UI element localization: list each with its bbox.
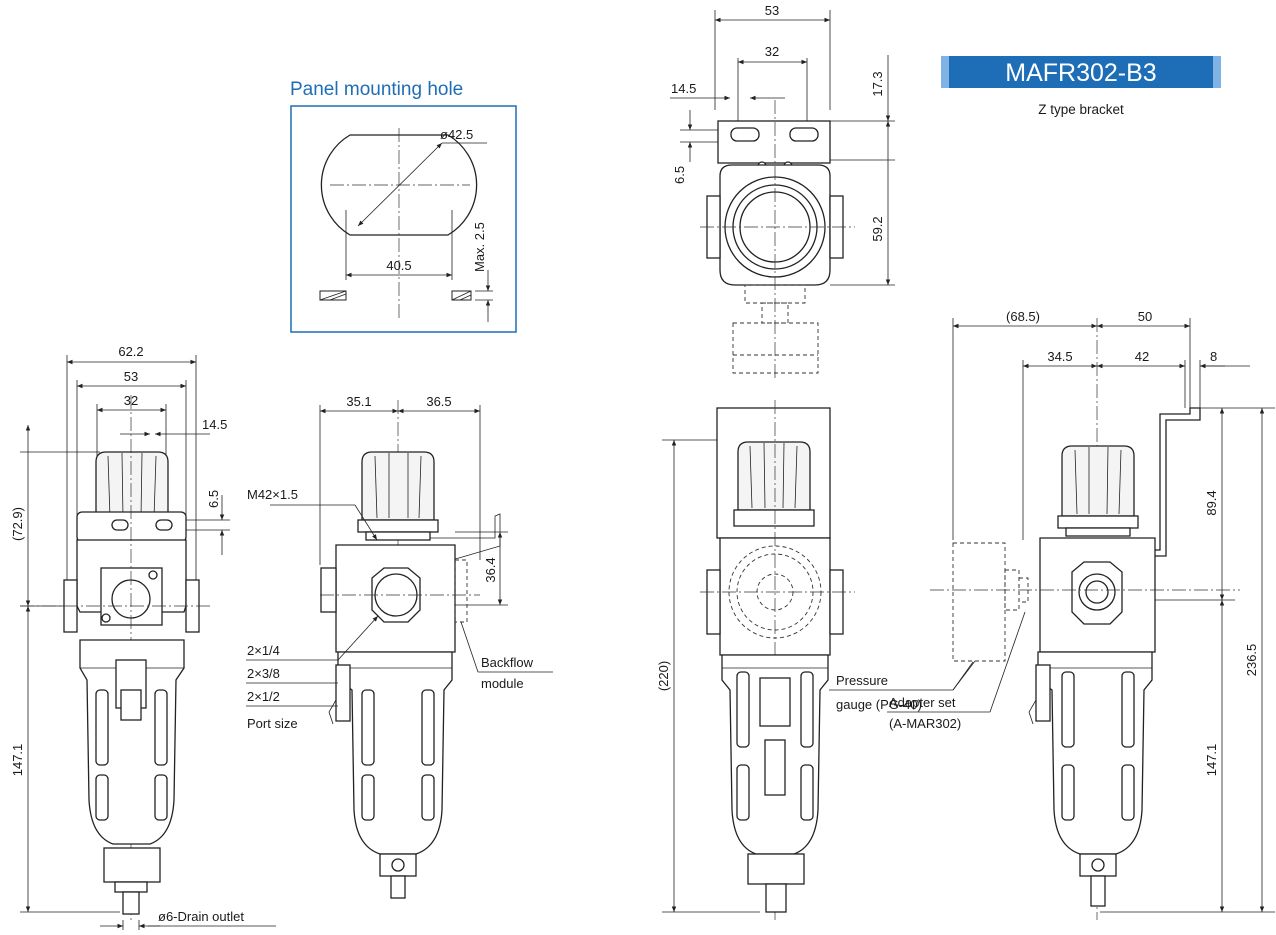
panel-frame	[290, 105, 517, 333]
panel-h-all: (220)	[656, 661, 671, 691]
side2-w-a: 34.5	[1047, 349, 1072, 364]
front-drain: ø6-Drain outlet	[158, 909, 244, 924]
front-w1: 62.2	[118, 344, 143, 359]
gauge-label-1: Pressure	[836, 673, 888, 688]
side2-h-top: 89.4	[1204, 490, 1219, 515]
backflow-label-1: Backflow	[481, 655, 534, 670]
side-thread: M42×1.5	[247, 487, 298, 502]
front-view: 62.2 53 32 14.5 6.5 (72.9) 147.1	[10, 344, 276, 930]
front-h-bot: 147.1	[10, 744, 25, 777]
port-size-2: 2×3/8	[247, 666, 280, 681]
top-w2: 32	[765, 44, 779, 59]
adapter-label-1: Adapter set	[889, 695, 956, 710]
model-badge: MAFR302-B3	[941, 56, 1221, 88]
panel-title: Panel mounting hole	[290, 79, 463, 100]
side2-w-b: 42	[1135, 349, 1149, 364]
port-size-1: 2×1/4	[247, 643, 280, 658]
side2-h-bot: 147.1	[1204, 744, 1219, 777]
side2-w-c: 8	[1210, 349, 1217, 364]
panel-dia: ø42.5	[440, 127, 473, 142]
side-w-left: 35.1	[346, 394, 371, 409]
front-w5: 6.5	[206, 490, 221, 508]
panel-mounting-hole-view: Panel mounting hole ø42.5 40.5 Max. 2.5	[290, 79, 517, 333]
side-view-gauge: (68.5) 50 34.5 42 8 89.4 147.1 236.5	[887, 309, 1275, 920]
front-view-panel: (220) Pressure gauge (PG-40)	[656, 400, 974, 920]
side2-w-left: (68.5)	[1006, 309, 1040, 324]
side-h-mod: 36.4	[483, 557, 498, 582]
side2-w-right: 50	[1138, 309, 1152, 324]
model-badge-text: MAFR302-B3	[1005, 59, 1156, 87]
panel-thickness: Max. 2.5	[472, 222, 487, 272]
side-w-right: 36.5	[426, 394, 451, 409]
top-w3: 14.5	[671, 81, 696, 96]
gauge-label-2: gauge (PG-40)	[836, 697, 922, 712]
top-view: 53 32 14.5 17.3 59.2 6.5	[670, 3, 895, 380]
backflow-label-2: module	[481, 676, 524, 691]
top-w1: 53	[765, 3, 779, 18]
side2-h-total: 236.5	[1244, 644, 1259, 677]
bracket-caption: Z type bracket	[1038, 102, 1124, 117]
front-w2: 53	[124, 369, 138, 384]
front-h-top: (72.9)	[10, 507, 25, 541]
port-size-label: Port size	[247, 716, 298, 731]
front-w4: 14.5	[202, 417, 227, 432]
side-view: 35.1 36.5 36.4 M42×1.5	[246, 394, 553, 900]
top-h3: 59.2	[870, 216, 885, 241]
adapter-label-2: (A-MAR302)	[889, 716, 961, 731]
top-h1: 17.3	[870, 71, 885, 96]
port-size-3: 2×1/2	[247, 689, 280, 704]
panel-width: 40.5	[386, 258, 411, 273]
top-h2: 6.5	[672, 166, 687, 184]
